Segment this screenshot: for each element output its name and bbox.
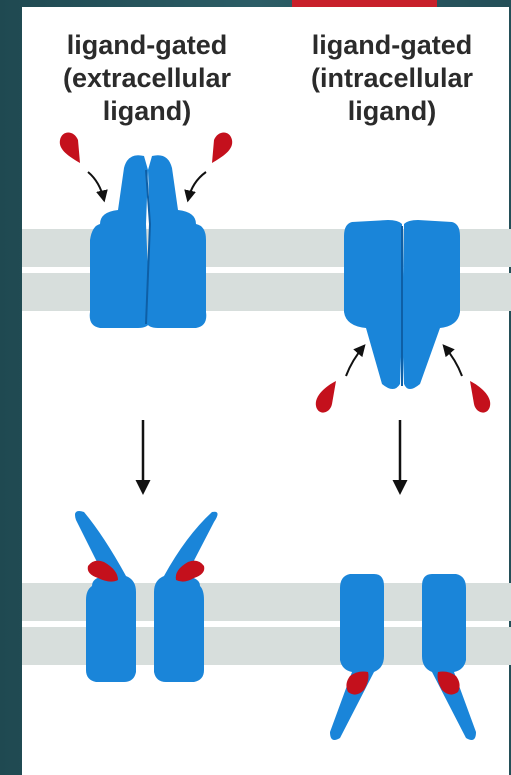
ligand-icon — [60, 133, 232, 164]
bound-ligand-icon — [88, 561, 205, 582]
channel-intracellular-closed — [344, 220, 460, 389]
transition-arrow-icon — [143, 420, 400, 492]
